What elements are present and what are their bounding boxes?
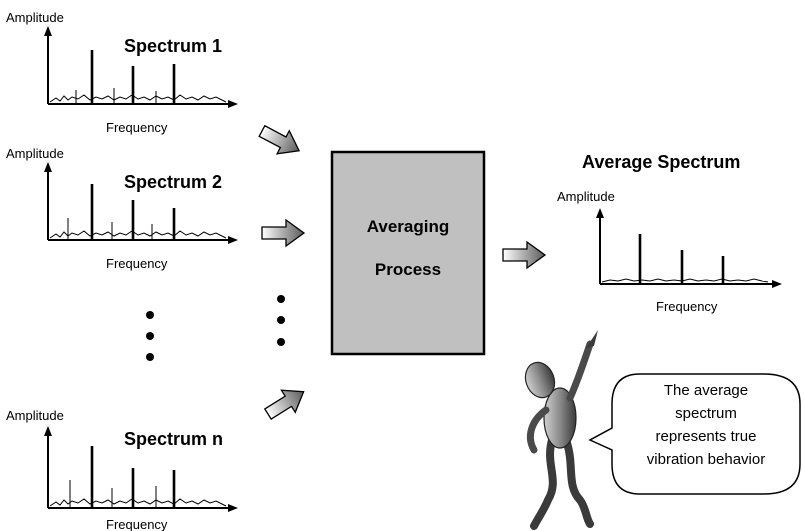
spectrum-1-title: Spectrum 1 <box>124 36 222 56</box>
process-label-line-2: Process <box>375 260 441 279</box>
average-spectrum-x-label: Frequency <box>656 299 718 314</box>
spectrum-1-x-label: Frequency <box>106 120 168 135</box>
spectrum-1-panel: Amplitude Spectrum 1 Frequency <box>6 10 238 135</box>
average-spectrum-axes <box>596 208 782 288</box>
spectrum-2-title: Spectrum 2 <box>124 172 222 192</box>
spectrum-2-peaks <box>67 184 176 240</box>
arrow-spectrum-2-to-process <box>261 219 305 247</box>
spectrum-1-y-label: Amplitude <box>6 10 64 25</box>
spectrum-2-panel: Amplitude Spectrum 2 Frequency <box>6 146 238 271</box>
spectrum-n-noise <box>49 498 227 507</box>
speech-bubble-line-3: represents true <box>656 428 757 445</box>
spectrum-1-peaks <box>75 50 176 104</box>
spectrum-n-axes <box>44 426 238 512</box>
ellipsis-dots-left <box>146 311 154 361</box>
spectrum-2-noise <box>49 230 227 239</box>
spectrum-n-title: Spectrum n <box>124 429 223 449</box>
speech-bubble-line-2: spectrum <box>675 405 737 422</box>
arrow-process-to-average <box>502 241 546 269</box>
average-spectrum-noise <box>601 278 769 283</box>
spectrum-n-x-label: Frequency <box>106 517 168 531</box>
spectrum-1-axes <box>44 26 238 108</box>
spectrum-1-noise <box>49 94 227 103</box>
arrow-spectrum-1-to-process <box>255 118 306 163</box>
speech-bubble-line-4: vibration behavior <box>647 451 765 468</box>
average-spectrum-title: Average Spectrum <box>582 152 740 172</box>
average-spectrum-peaks <box>638 234 725 284</box>
spectrum-2-x-label: Frequency <box>106 256 168 271</box>
spectrum-n-panel: Amplitude Spectrum n Frequency <box>6 408 238 531</box>
average-spectrum-y-label: Amplitude <box>557 189 615 204</box>
spectrum-2-y-label: Amplitude <box>6 146 64 161</box>
spectrum-2-axes <box>44 162 238 244</box>
averaging-process-box: Averaging Process <box>330 150 486 356</box>
spectrum-n-y-label: Amplitude <box>6 408 64 423</box>
pointing-person-figure <box>524 330 598 530</box>
average-spectrum-panel: Average Spectrum Amplitude Frequency <box>557 152 782 314</box>
speech-bubble: The average spectrum represents true vib… <box>588 373 801 495</box>
speech-bubble-line-1: The average <box>664 382 748 399</box>
ellipsis-dots-middle <box>277 295 285 346</box>
spectrum-n-peaks <box>69 446 176 508</box>
arrow-spectrum-n-to-process <box>260 380 312 426</box>
process-label-line-1: Averaging <box>367 217 450 236</box>
